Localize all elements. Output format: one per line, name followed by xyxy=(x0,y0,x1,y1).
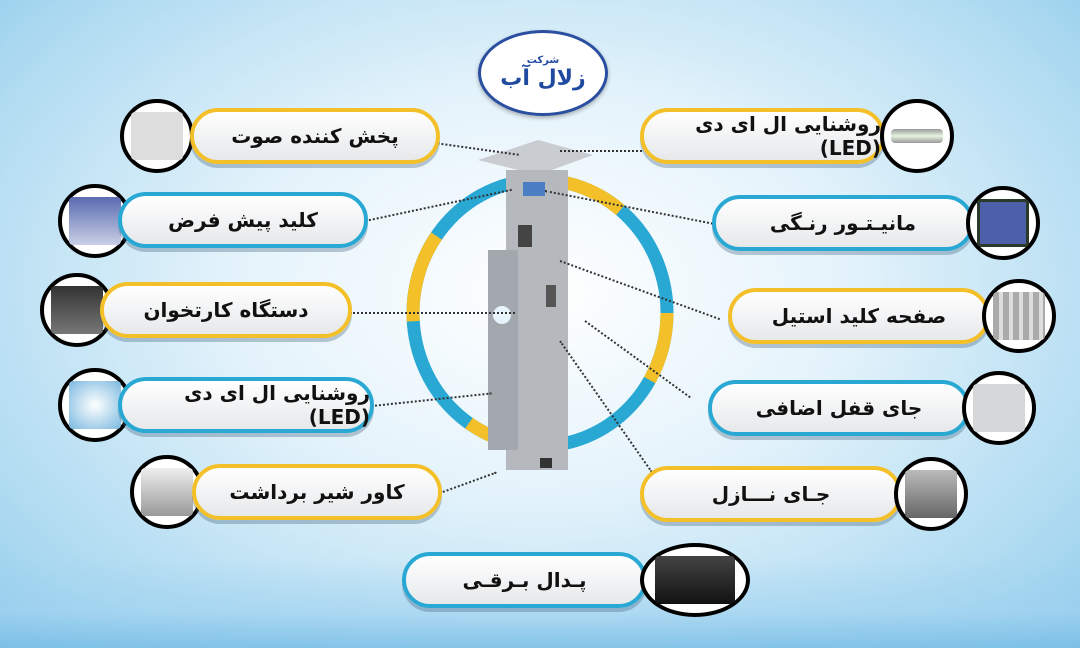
right-bubble-1 xyxy=(880,99,954,173)
bottom-bubble xyxy=(640,543,750,617)
speaker-grille-icon xyxy=(131,112,183,160)
card-reader-icon xyxy=(51,286,103,334)
left-bubble-3 xyxy=(40,273,114,347)
keypad-icon xyxy=(993,292,1045,340)
feature-keypad: صفحه کلید استیل xyxy=(728,288,990,344)
feature-label: جای قفل اضافی xyxy=(755,396,923,420)
left-bubble-4 xyxy=(58,368,132,442)
feature-nozzle: جـای نـــازل xyxy=(640,466,902,522)
feature-label: روشنایی ال ای دی (LED) xyxy=(695,112,881,160)
monitor-icon xyxy=(977,199,1029,247)
feature-extra-lock: جای قفل اضافی xyxy=(708,380,970,436)
feature-tap-cover: کاور شیر برداشت xyxy=(192,464,442,520)
right-bubble-5 xyxy=(894,457,968,531)
feature-label: صفحه کلید استیل xyxy=(771,304,947,328)
feature-preset-keys: کلید پیش فرض xyxy=(118,192,368,248)
machine-led-logo xyxy=(493,306,511,324)
logo-prefix: شرکت xyxy=(526,55,560,66)
electric-pedal-icon xyxy=(655,556,735,604)
leader-line xyxy=(439,471,497,494)
feature-label: کلید پیش فرض xyxy=(168,208,318,232)
water-vending-machine xyxy=(478,140,593,470)
machine-card-reader xyxy=(518,225,532,247)
leader-line xyxy=(350,312,515,314)
feature-electric-pedal: پـدال بـرقـی xyxy=(402,552,647,608)
left-bubble-5 xyxy=(130,455,204,529)
company-logo: شرکت زلال آب xyxy=(478,30,608,116)
lock-plate-icon xyxy=(973,384,1025,432)
feature-led-left: روشنایی ال ای دی (LED) xyxy=(118,377,374,433)
machine-side xyxy=(488,250,518,450)
led-drop-icon xyxy=(69,381,121,429)
feature-speaker: پخش کننده صوت xyxy=(190,108,440,164)
feature-label: کاور شیر برداشت xyxy=(229,480,405,504)
feature-monitor: مانیـتـور رنـگی xyxy=(712,195,974,251)
right-bubble-4 xyxy=(962,371,1036,445)
feature-led-right: روشنایی ال ای دی (LED) xyxy=(640,108,885,164)
feature-label: پخش کننده صوت xyxy=(231,124,399,148)
logo-name: زلال آب xyxy=(500,66,586,91)
feature-label: دستگاه کارتخوان xyxy=(143,298,309,322)
machine-lock xyxy=(546,285,556,307)
machine-screen xyxy=(523,182,545,196)
machine-roof xyxy=(478,140,593,175)
feature-label: مانیـتـور رنـگی xyxy=(769,211,917,235)
nozzle-icon xyxy=(905,470,957,518)
right-bubble-3 xyxy=(982,279,1056,353)
feature-label: پـدال بـرقـی xyxy=(462,568,587,592)
feature-label: جـای نـــازل xyxy=(711,482,831,506)
leader-line xyxy=(560,150,642,152)
machine-pedal xyxy=(540,458,552,468)
feature-card-reader: دستگاه کارتخوان xyxy=(100,282,352,338)
preset-buttons-icon xyxy=(69,197,121,245)
tap-cover-icon xyxy=(141,468,193,516)
feature-label: روشنایی ال ای دی (LED) xyxy=(184,381,370,429)
left-bubble-1 xyxy=(120,99,194,173)
right-bubble-2 xyxy=(966,186,1040,260)
led-bar-icon xyxy=(891,129,943,143)
